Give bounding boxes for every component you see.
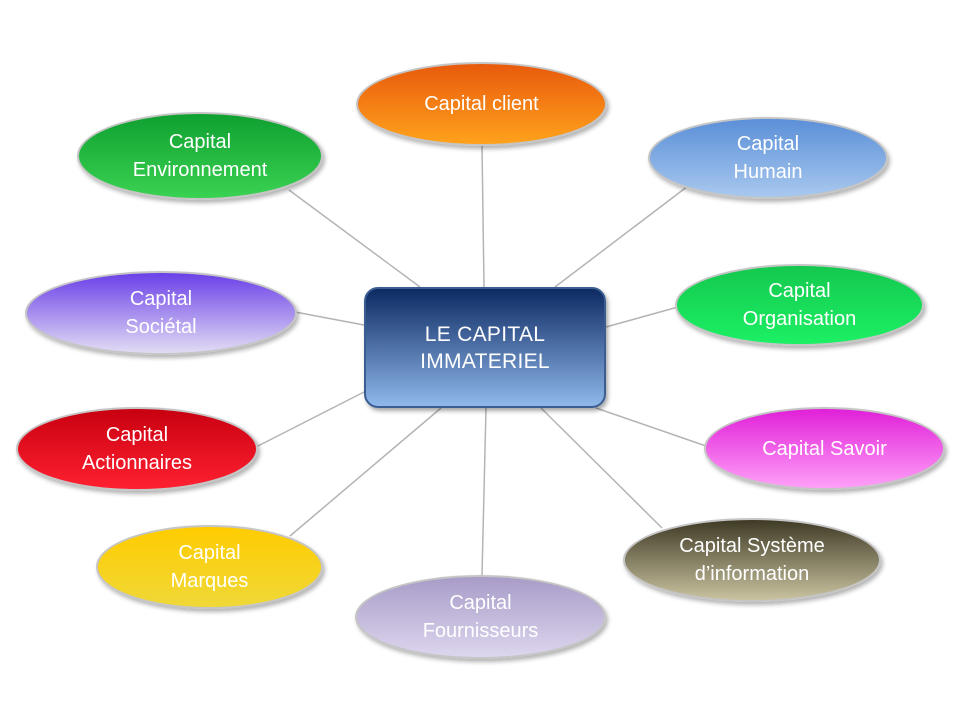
node-capital-systeme-information: Capital Système d’information	[623, 518, 881, 602]
node-capital-savoir: Capital Savoir	[704, 407, 945, 490]
link-environnement	[288, 189, 421, 288]
link-humain	[554, 185, 689, 288]
link-systeme	[540, 407, 663, 529]
node-capital-environnement: Capital Environnement	[77, 112, 323, 200]
link-savoir	[595, 407, 707, 447]
node-capital-organisation: Capital Organisation	[675, 264, 924, 346]
node-capital-humain: Capital Humain	[648, 117, 888, 199]
node-capital-fournisseurs: Capital Fournisseurs	[355, 575, 606, 659]
central-node-capital-immateriel: LE CAPITAL IMMATERIEL	[364, 287, 606, 408]
node-label: Capital Marques	[170, 542, 249, 592]
node-label: Capital Actionnaires	[81, 424, 193, 474]
node-label: Capital client	[424, 93, 539, 115]
node-label: Capital Savoir	[762, 437, 887, 460]
node-label: Capital Système d’information	[679, 535, 825, 585]
node-label: Capital Organisation	[742, 280, 857, 330]
node-capital-actionnaires: Capital Actionnaires	[16, 407, 258, 491]
link-client	[481, 145, 485, 288]
link-marques	[289, 407, 442, 537]
node-capital-marques: Capital Marques	[96, 525, 323, 609]
link-societal	[294, 311, 365, 326]
central-node-label: LE CAPITAL IMMATERIEL	[420, 322, 550, 373]
node-capital-client: Capital client	[356, 62, 607, 146]
node-label: Capital Sociétal	[125, 288, 197, 338]
link-fournisseurs	[481, 407, 487, 576]
node-capital-societal: Capital Sociétal	[25, 271, 297, 355]
node-label: Capital Humain	[733, 133, 803, 183]
node-label: Capital Environnement	[132, 131, 268, 181]
node-label: Capital Fournisseurs	[422, 592, 539, 642]
link-organisation	[605, 306, 679, 328]
link-actionnaires	[255, 391, 365, 448]
